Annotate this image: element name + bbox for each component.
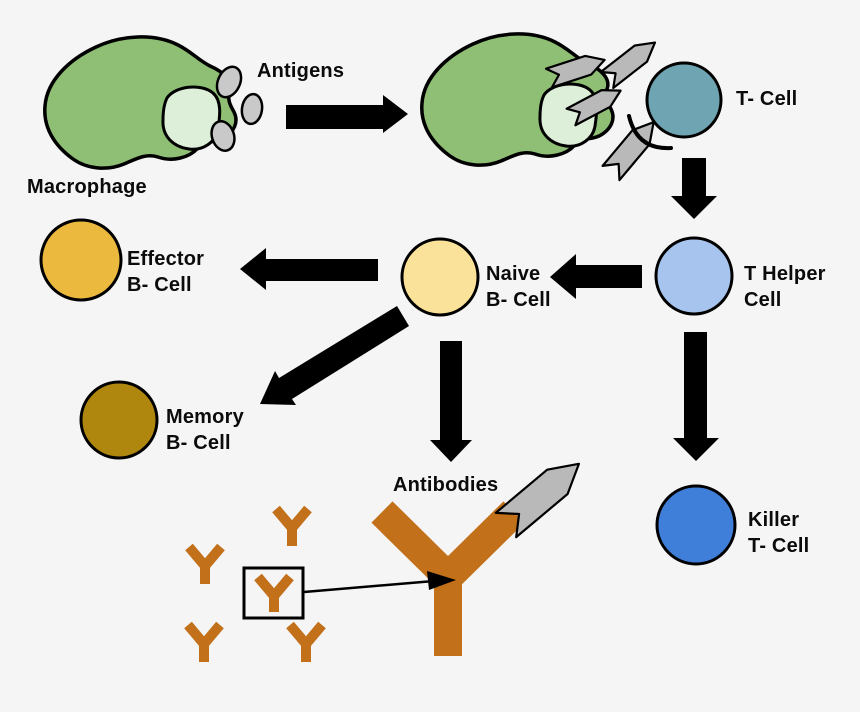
naive-b-cell-circle (400, 237, 480, 317)
antigen-fragment-icon (601, 35, 661, 88)
macrophage-cell (43, 35, 238, 170)
arrow-naiveb-to-effectorb (240, 248, 378, 290)
label-t-helper-cell: T Helper Cell (744, 263, 826, 311)
antibody-arm (436, 501, 525, 589)
antigen-blob-icon (240, 92, 264, 126)
arrow-naiveb-to-antibodies (430, 341, 472, 462)
large-antibody (371, 501, 525, 656)
antigen-blob-icon (215, 65, 243, 99)
t-cell-receptor-arc (627, 114, 673, 151)
antigen-blob-icon (210, 120, 236, 152)
antigen-fragment-icon (496, 452, 589, 537)
antigen-fragment-icon (546, 51, 608, 88)
label-effector-b-cell: Effector B- Cell (127, 248, 205, 296)
arrow-thelper-to-killert (673, 332, 719, 461)
small-antibody-icon (272, 505, 312, 546)
small-antibody-icon boxed-antibody (254, 573, 294, 612)
antibody-zoom-box (242, 566, 305, 620)
pointer-arrowhead-icon (427, 571, 456, 590)
killer-t-cell-circle (655, 484, 737, 566)
arrow-macrophage-to-presenting (286, 95, 408, 133)
pointer-line (303, 579, 435, 594)
label-antibodies: Antibodies (393, 474, 499, 496)
antigen-blobs (210, 65, 264, 152)
macrophage-vacuole (161, 85, 222, 151)
pointer-box-to-antibody (303, 571, 456, 594)
effector-b-cell-circle (39, 218, 123, 302)
arrow-naiveb-to-memoryb (260, 306, 409, 405)
t-cell-circle (645, 61, 723, 139)
memory-b-cell-circle (79, 380, 159, 460)
label-killer-t-cell: Killer T- Cell (748, 509, 810, 557)
arrow-thelper-to-naiveb (550, 254, 642, 299)
label-t-cell: T- Cell (736, 88, 798, 110)
t-helper-cell-circle (654, 236, 734, 316)
label-memory-b-cell: Memory B- Cell (166, 406, 244, 454)
antigen-fragment-icon (567, 82, 625, 125)
small-antibody-icon (185, 543, 225, 584)
label-naive-b-cell: Naive B- Cell (486, 263, 551, 311)
small-antibody-icon (286, 621, 326, 662)
small-antibodies (184, 505, 326, 662)
label-macrophage: Macrophage (27, 176, 147, 198)
arrow-tcell-to-thelper (671, 158, 717, 219)
small-antibody-icon (184, 621, 224, 662)
label-antigens: Antigens (257, 60, 345, 82)
